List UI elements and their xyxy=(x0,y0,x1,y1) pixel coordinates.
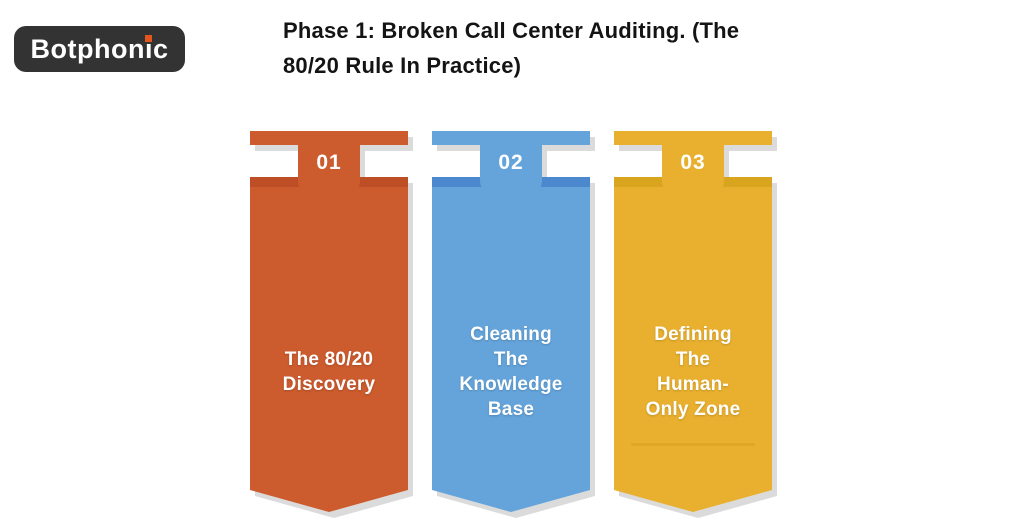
step-3-label-line: Only Zone xyxy=(645,399,741,420)
logo-text-part1: Botphon xyxy=(30,33,145,64)
step-2-label: Cleaning The Knowledge Base xyxy=(438,322,584,422)
step-2-label-line: Knowledge xyxy=(459,374,563,395)
step-2-number: 02 xyxy=(498,151,524,174)
step-1-body: The 80/20 Discovery xyxy=(250,177,408,512)
step-1-number-badge: 01 xyxy=(298,131,360,195)
step-3-divider-line xyxy=(631,443,754,446)
step-3-number-badge: 03 xyxy=(662,131,724,195)
logo-letter-i: i xyxy=(144,33,153,64)
ribbon-step-2: Cleaning The Knowledge Base 02 xyxy=(432,131,590,512)
page-title-line2: 80/20 Rule In Practice) xyxy=(283,53,522,78)
page-title: Phase 1: Broken Call Center Auditing. (T… xyxy=(283,13,823,83)
step-1-number: 01 xyxy=(316,151,342,174)
ribbon-step-3: Defining The Human- Only Zone 03 xyxy=(614,131,772,512)
step-1-label-line: Discovery xyxy=(282,374,376,395)
logo-text-part3: c xyxy=(152,33,169,64)
step-3-number: 03 xyxy=(680,151,706,174)
step-2-label-line: The xyxy=(493,349,529,370)
step-3-label: Defining The Human- Only Zone xyxy=(620,322,766,422)
step-1-label: The 80/20 Discovery xyxy=(256,347,402,397)
step-3-label-line: Human- xyxy=(657,374,729,395)
step-3-label-line: The xyxy=(675,349,711,370)
step-3-body: Defining The Human- Only Zone xyxy=(614,177,772,512)
step-3-label-line: Defining xyxy=(654,324,732,345)
step-2-body: Cleaning The Knowledge Base xyxy=(432,177,590,512)
step-2-label-line: Base xyxy=(487,399,535,420)
page-title-line1: Phase 1: Broken Call Center Auditing. (T… xyxy=(283,18,740,43)
step-1-label-line: The 80/20 xyxy=(284,349,374,370)
step-2-number-badge: 02 xyxy=(480,131,542,195)
ribbon-step-1: The 80/20 Discovery 01 xyxy=(250,131,408,512)
step-2-label-line: Cleaning xyxy=(470,324,552,345)
